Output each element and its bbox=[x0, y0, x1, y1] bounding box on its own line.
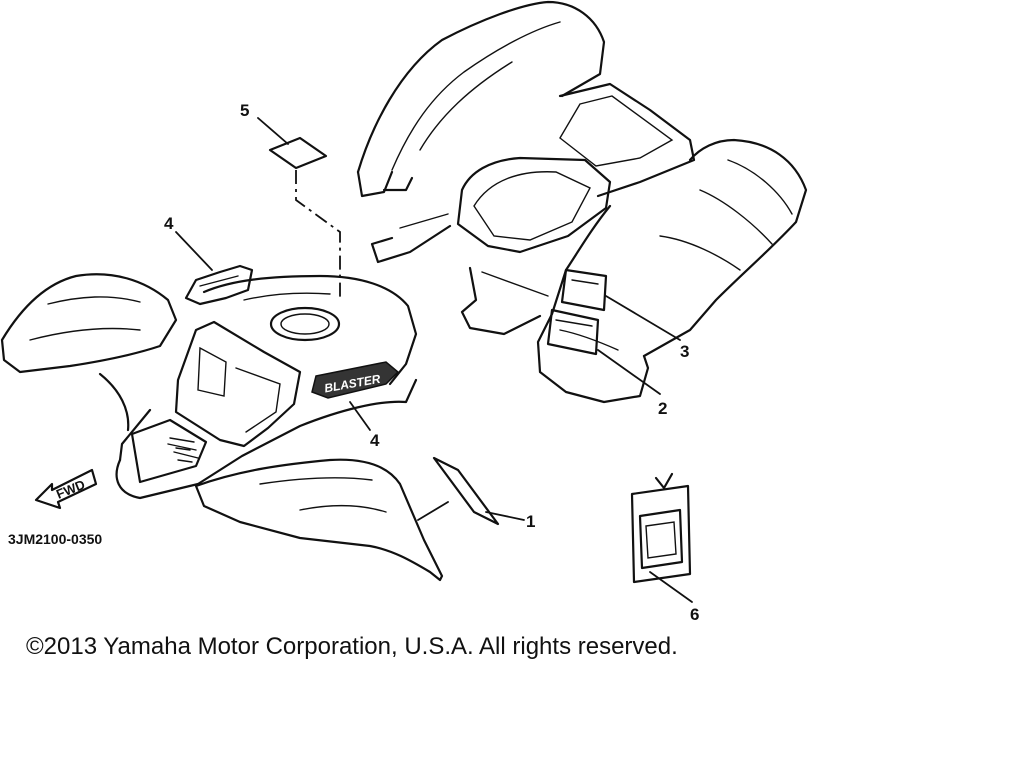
warning-label-6 bbox=[630, 472, 692, 584]
callout-4-logo: 4 bbox=[370, 431, 380, 450]
decal-4-top bbox=[184, 264, 254, 306]
blaster-logo: BLASTER bbox=[311, 361, 400, 399]
fwd-label: FWD bbox=[54, 477, 87, 502]
decal-1 bbox=[432, 456, 500, 526]
callout-2: 2 bbox=[658, 399, 667, 418]
callout-6: 6 bbox=[690, 605, 699, 624]
callout-1: 1 bbox=[526, 512, 535, 531]
front-fender bbox=[0, 273, 444, 582]
decal-2 bbox=[546, 308, 600, 356]
rear-fender bbox=[356, 0, 808, 404]
callout-3: 3 bbox=[680, 342, 689, 361]
leader-lines bbox=[175, 117, 693, 603]
forward-direction-arrow: FWD bbox=[34, 468, 98, 510]
copyright-notice: ©2013 Yamaha Motor Corporation, U.S.A. A… bbox=[26, 633, 678, 660]
callout-4-top: 4 bbox=[164, 214, 174, 233]
diagram-code: 3JM2100-0350 bbox=[8, 531, 102, 547]
decal-5 bbox=[268, 136, 328, 170]
callout-5: 5 bbox=[240, 101, 249, 120]
decal-3 bbox=[560, 268, 608, 312]
